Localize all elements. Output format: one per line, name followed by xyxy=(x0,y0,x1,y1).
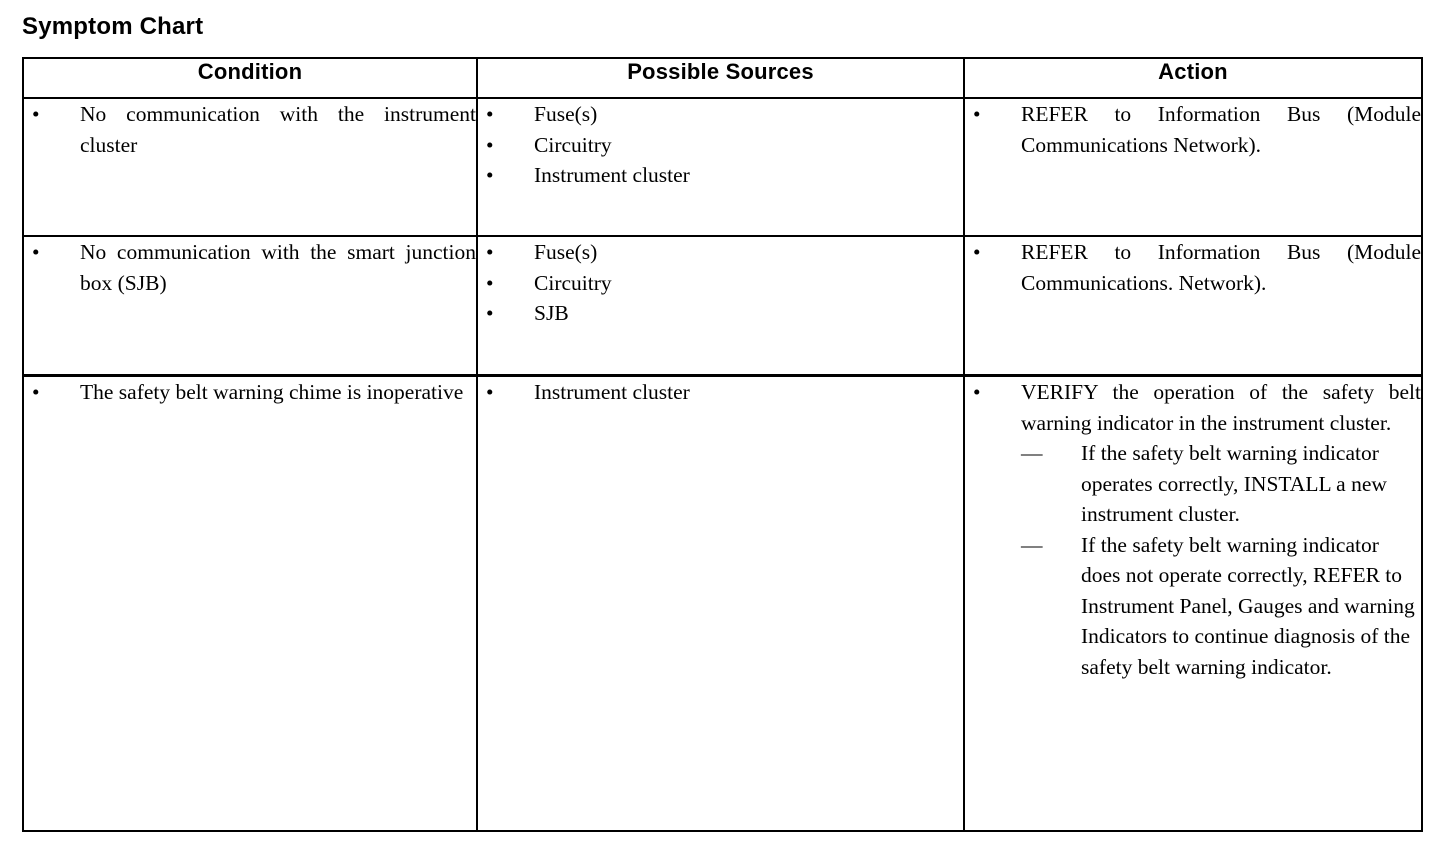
action-list: VERIFY the operation of the safety belt … xyxy=(965,377,1421,682)
condition-list: The safety belt warning chime is inopera… xyxy=(24,377,476,408)
list-item: Circuitry xyxy=(478,130,963,161)
action-text: VERIFY the operation of the safety belt … xyxy=(1021,380,1421,435)
cell-action: REFER to Information Bus (Module Communi… xyxy=(963,98,1423,238)
table-header: Condition Possible Sources Action xyxy=(22,58,1423,99)
cell-possible-sources: Instrument cluster xyxy=(476,375,965,831)
list-item: REFER to Information Bus (Module Communi… xyxy=(965,237,1421,298)
symptom-chart-table: Condition Possible Sources Action No com… xyxy=(22,57,1423,832)
list-item: No communication with the instrument clu… xyxy=(24,99,476,160)
cell-condition: No communication with the smart junction… xyxy=(22,236,478,378)
possible-sources-list: Fuse(s) Circuitry SJB xyxy=(478,237,963,329)
action-list: REFER to Information Bus (Module Communi… xyxy=(965,237,1421,298)
cell-possible-sources: Fuse(s) Circuitry SJB xyxy=(476,236,965,378)
cell-possible-sources: Fuse(s) Circuitry Instrument cluster xyxy=(476,98,965,238)
table-row: No communication with the smart junction… xyxy=(22,236,1423,378)
action-sub-list: If the safety belt warning indicator ope… xyxy=(1021,438,1421,682)
list-item: SJB xyxy=(478,298,963,329)
list-item: REFER to Information Bus (Module Communi… xyxy=(965,99,1421,160)
column-header-possible-sources: Possible Sources xyxy=(476,58,965,99)
list-item: Fuse(s) xyxy=(478,237,963,268)
table-header-row: Condition Possible Sources Action xyxy=(22,58,1423,99)
list-item: Instrument cluster xyxy=(478,160,963,191)
condition-list: No communication with the smart junction… xyxy=(24,237,476,298)
list-item: The safety belt warning chime is inopera… xyxy=(24,377,476,408)
cell-action: VERIFY the operation of the safety belt … xyxy=(963,375,1423,831)
list-item: No communication with the smart junction… xyxy=(24,237,476,298)
cell-condition: The safety belt warning chime is inopera… xyxy=(22,375,478,831)
table-body: No communication with the instrument clu… xyxy=(22,98,1423,831)
page-title: Symptom Chart xyxy=(22,13,204,40)
list-item: VERIFY the operation of the safety belt … xyxy=(965,377,1421,682)
list-item: Instrument cluster xyxy=(478,377,963,408)
column-header-action: Action xyxy=(963,58,1423,99)
list-item: Circuitry xyxy=(478,268,963,299)
table-row: The safety belt warning chime is inopera… xyxy=(22,375,1423,831)
condition-list: No communication with the instrument clu… xyxy=(24,99,476,160)
list-item: If the safety belt warning indicator ope… xyxy=(1021,438,1421,530)
table-row: No communication with the instrument clu… xyxy=(22,98,1423,238)
cell-condition: No communication with the instrument clu… xyxy=(22,98,478,238)
action-list: REFER to Information Bus (Module Communi… xyxy=(965,99,1421,160)
list-item: If the safety belt warning indicator doe… xyxy=(1021,530,1421,683)
column-header-condition: Condition xyxy=(22,58,478,99)
cell-action: REFER to Information Bus (Module Communi… xyxy=(963,236,1423,378)
possible-sources-list: Fuse(s) Circuitry Instrument cluster xyxy=(478,99,963,191)
list-item: Fuse(s) xyxy=(478,99,963,130)
possible-sources-list: Instrument cluster xyxy=(478,377,963,408)
